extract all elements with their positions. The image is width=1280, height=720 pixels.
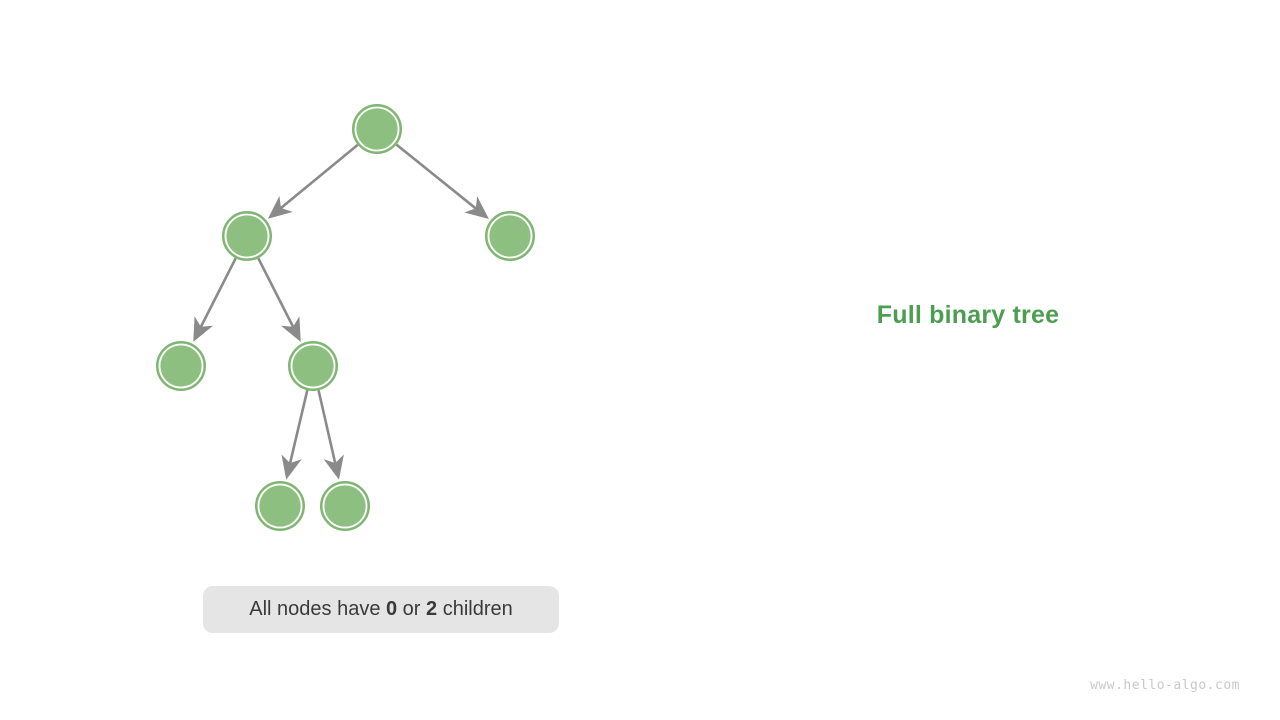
caption-text: All nodes have [249, 598, 386, 620]
diagram-title: Full binary tree [876, 301, 1060, 329]
caption-text: children [437, 598, 513, 620]
caption-text: or [397, 598, 427, 620]
caption-bold-two: 2 [426, 598, 438, 620]
tree-node-lrl [255, 481, 305, 531]
tree-node-lrr [320, 481, 370, 531]
caption-bold-zero: 0 [386, 598, 398, 620]
caption-pill: All nodes have 0 or 2 children [203, 586, 559, 633]
tree-node-r [485, 211, 535, 261]
tree-edge [281, 390, 309, 480]
binary-tree-svg [156, 104, 535, 531]
watermark: www.hello-algo.com [1090, 678, 1240, 693]
tree-edge [257, 257, 301, 342]
tree-edge [267, 143, 359, 219]
tree-edge [193, 257, 237, 342]
tree-edge [317, 390, 344, 480]
tree-node-l [222, 211, 272, 261]
tree-node-ll [156, 341, 206, 391]
tree-edge [395, 143, 489, 220]
tree-node-lr [288, 341, 338, 391]
tree-node-root [352, 104, 402, 154]
